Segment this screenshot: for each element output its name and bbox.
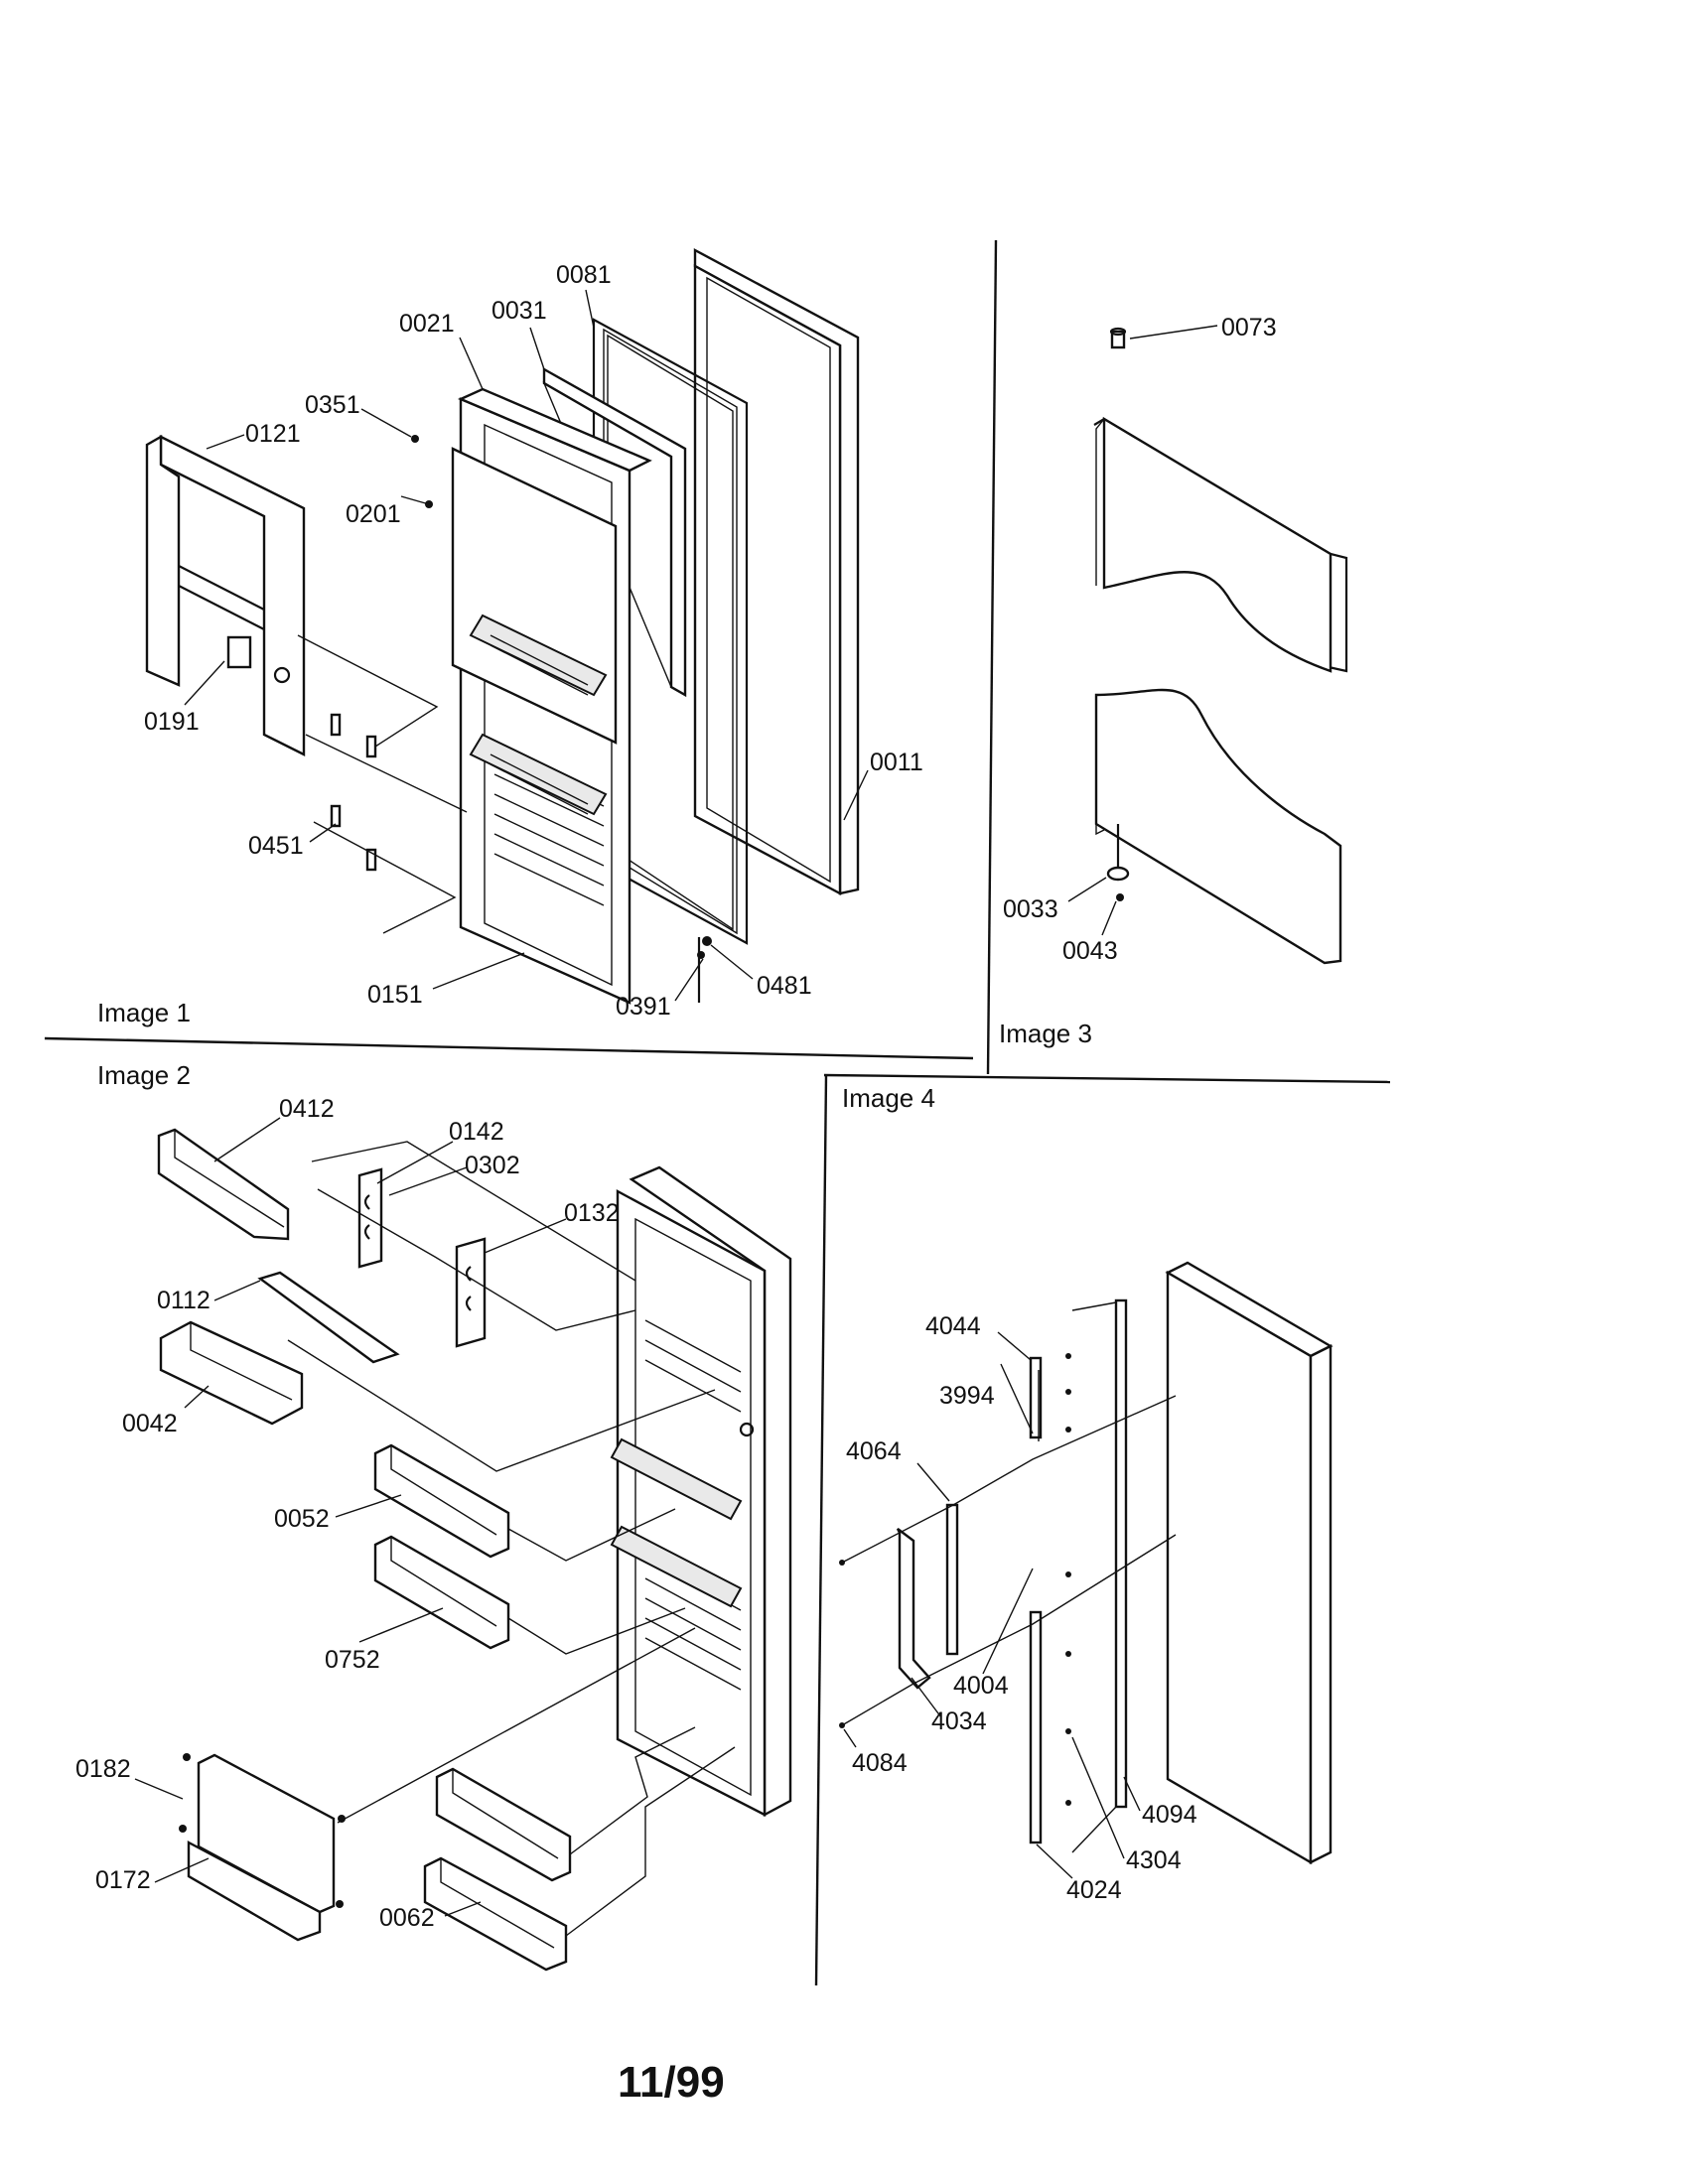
label-0052: 0052 [274, 1505, 330, 1533]
label-0142: 0142 [449, 1118, 504, 1146]
label-0062: 0062 [379, 1904, 435, 1932]
image4-connectors [841, 1370, 1177, 1726]
label-0112: 0112 [157, 1287, 210, 1314]
image3-leaders [1067, 325, 1218, 936]
image2-connectors [287, 1141, 736, 1937]
handle-screws [839, 1353, 1071, 1806]
label-4024: 4024 [1066, 1876, 1122, 1904]
label-0172: 0172 [95, 1866, 151, 1894]
label-4044: 4044 [925, 1312, 981, 1340]
label-0081: 0081 [556, 261, 612, 289]
dispenser-cavity [451, 447, 618, 816]
fresh-food-door [610, 1165, 792, 1818]
label-4004: 4004 [953, 1672, 1009, 1700]
label-0132: 0132 [564, 1199, 620, 1227]
label-0043: 0043 [1062, 937, 1118, 965]
label-0191: 0191 [144, 708, 200, 736]
dispenser-front-trim [145, 434, 306, 756]
label-0351: 0351 [305, 391, 360, 419]
label-0021: 0021 [399, 310, 455, 338]
image1-drawing [145, 247, 869, 1005]
label-0201: 0201 [346, 500, 401, 528]
image4-labels: Image 4 4044 3994 4064 4004 4034 4084 40… [842, 1083, 1197, 1904]
footer-date: 11/99 [618, 2058, 725, 2107]
image2-labels: Image 2 0412 0142 0302 0132 0112 0042 00… [75, 1060, 620, 1932]
image3-title: Image 3 [999, 1019, 1092, 1048]
label-0011: 0011 [870, 749, 923, 776]
image1-leaders [184, 289, 869, 1002]
label-0031: 0031 [491, 297, 547, 325]
label-0073: 0073 [1221, 314, 1277, 341]
label-0481: 0481 [757, 972, 812, 1000]
image3-drawing [1067, 325, 1348, 965]
image1-labels: 0081 0031 0021 0351 0121 0201 0191 0011 … [97, 261, 923, 1027]
outer-door-panel [693, 247, 860, 896]
image2-leaders [134, 1117, 567, 1917]
label-0451: 0451 [248, 832, 304, 860]
label-0412: 0412 [279, 1095, 335, 1123]
label-0302: 0302 [465, 1152, 520, 1179]
image3-labels: 0073 0033 0043 Image 3 [999, 314, 1277, 1048]
label-0752: 0752 [325, 1646, 380, 1674]
label-4094: 4094 [1142, 1801, 1197, 1829]
label-0042: 0042 [122, 1410, 178, 1437]
label-0121: 0121 [245, 420, 301, 448]
image1-title: Image 1 [97, 998, 191, 1027]
label-4064: 4064 [846, 1437, 902, 1465]
label-0151: 0151 [367, 981, 423, 1009]
label-4304: 4304 [1126, 1846, 1182, 1874]
label-3994: 3994 [939, 1382, 995, 1410]
panel-dividers [44, 239, 1391, 1986]
hinge-clips [297, 634, 468, 934]
image4-leaders [843, 1331, 1141, 1879]
image2-drawing [134, 1117, 792, 1972]
label-0182: 0182 [75, 1755, 131, 1783]
label-4034: 4034 [931, 1707, 987, 1735]
image2-title: Image 2 [97, 1060, 191, 1090]
image4-title: Image 4 [842, 1083, 935, 1113]
image4-drawing [839, 1261, 1333, 1879]
label-4084: 4084 [852, 1749, 908, 1777]
label-0391: 0391 [616, 993, 671, 1021]
label-0033: 0033 [1003, 895, 1058, 923]
